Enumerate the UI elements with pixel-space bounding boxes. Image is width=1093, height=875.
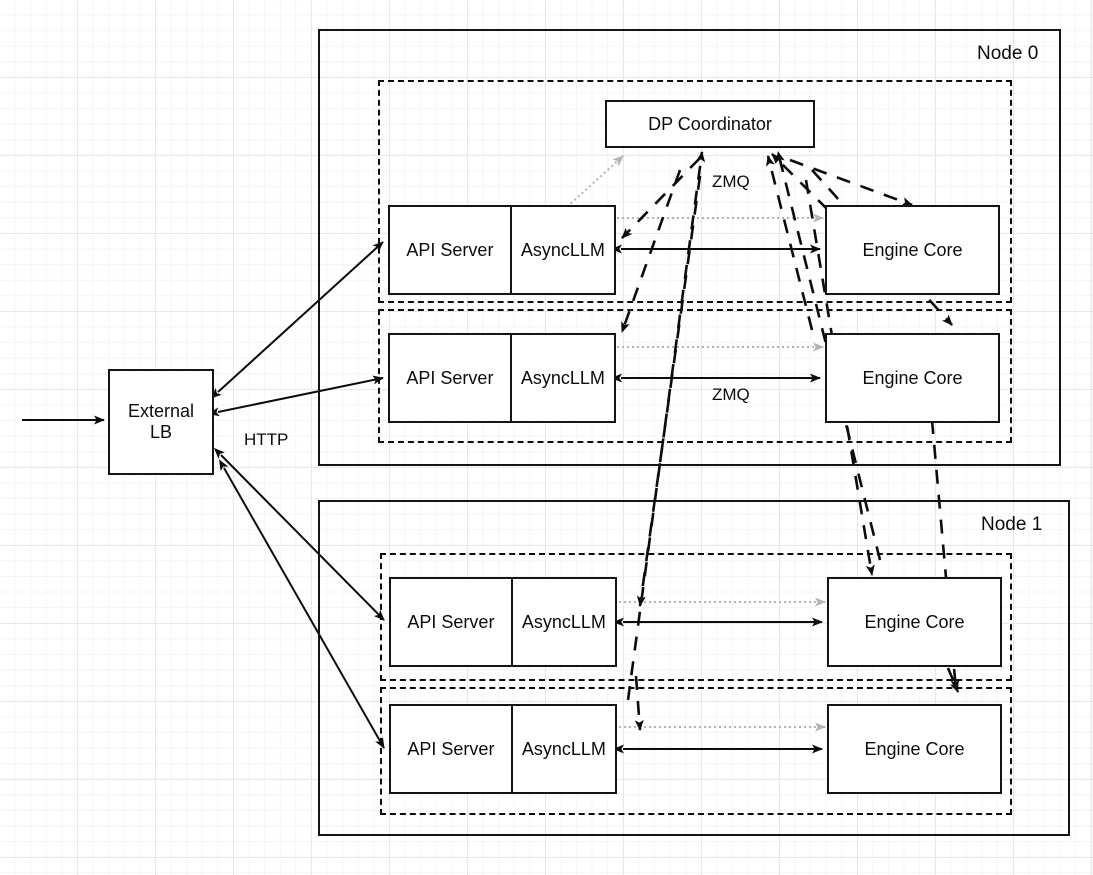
engine-core-label: Engine Core	[864, 738, 965, 759]
engine-core-label: Engine Core	[864, 611, 965, 632]
async-llm-label: AsyncLLM	[510, 706, 615, 792]
zmq-label-top: ZMQ	[712, 172, 750, 191]
async-llm-label: AsyncLLM	[510, 579, 615, 665]
node-1-rank-0-engine-box[interactable]: Engine Core	[827, 577, 1002, 667]
node-1-rank-1-group	[380, 687, 1012, 815]
node-0-rank-1-group	[378, 309, 1012, 443]
api-server-label: API Server	[407, 738, 495, 759]
dp-coordinator-label: DP Coordinator	[648, 113, 772, 134]
node-0-rank-0-group	[378, 80, 1012, 303]
engine-core-label: Engine Core	[862, 239, 963, 260]
async-llm-label: AsyncLLM	[509, 335, 614, 421]
node-1-rank-1-api-box[interactable]: API Server AsyncLLM	[389, 704, 617, 794]
api-server-label: API Server	[406, 367, 494, 388]
engine-core-label: Engine Core	[862, 367, 963, 388]
external-lb-label-line1: External	[127, 401, 195, 421]
node-0-rank-0-engine-box[interactable]: Engine Core	[825, 205, 1000, 295]
dp-coordinator-box[interactable]: DP Coordinator	[605, 100, 815, 148]
node-1-container	[318, 500, 1070, 836]
api-server-label: API Server	[407, 611, 495, 632]
node-0-label: Node 0	[977, 43, 1039, 64]
node-0-rank-0-api-box[interactable]: API Server AsyncLLM	[388, 205, 616, 295]
node-1-label: Node 1	[981, 514, 1043, 535]
api-server-label: API Server	[406, 239, 494, 260]
node-1-rank-0-api-box[interactable]: API Server AsyncLLM	[389, 577, 617, 667]
node-1-rank-0-group	[380, 553, 1012, 681]
zmq-label-mid: ZMQ	[712, 385, 750, 404]
external-lb-label-line2: LB	[149, 422, 173, 442]
node-1-rank-1-engine-box[interactable]: Engine Core	[827, 704, 1002, 794]
node-0-rank-1-engine-box[interactable]: Engine Core	[825, 333, 1000, 423]
node-0-rank-1-api-box[interactable]: API Server AsyncLLM	[388, 333, 616, 423]
node-0-container	[318, 29, 1061, 466]
external-lb-box[interactable]: External LB	[108, 369, 214, 475]
async-llm-label: AsyncLLM	[509, 207, 614, 293]
http-edge-label: HTTP	[244, 430, 289, 449]
